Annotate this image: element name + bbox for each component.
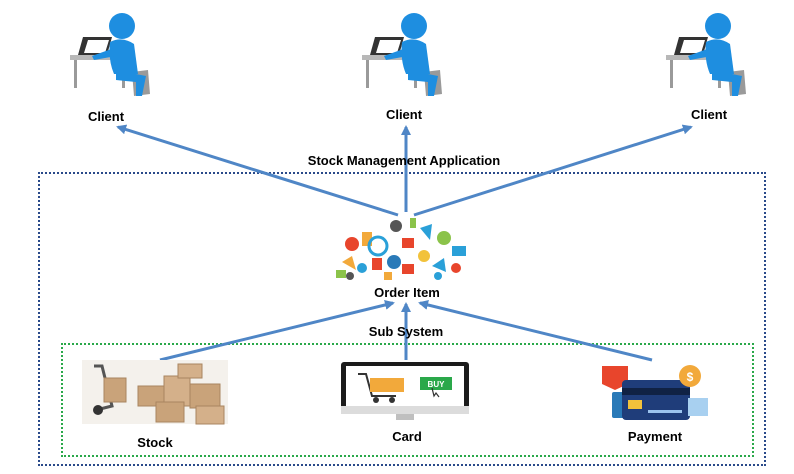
arrow-payment-to-order (418, 300, 653, 362)
arrow-order-to-client-left (116, 124, 399, 217)
arrow-stock-to-order (159, 300, 395, 362)
payment-card-icon: $ (602, 365, 708, 420)
client-label-right: Client (690, 107, 728, 122)
stock-management-application-label: Stock Management Application (307, 153, 501, 168)
order-item-label: Order Item (374, 285, 440, 300)
sub-system-label: Sub System (368, 324, 444, 339)
client-person-icon (70, 13, 150, 96)
order-item-icon-cloud (336, 218, 466, 280)
arrow-order-to-client-right (413, 124, 693, 217)
stock-label: Stock (137, 435, 173, 450)
client-label-left: Client (87, 109, 125, 124)
card-monitor-cart-icon: BUY (341, 362, 469, 420)
client-person-icon (666, 13, 746, 96)
card-label: Card (392, 429, 422, 444)
client-label-center: Client (385, 107, 423, 122)
payment-coin-symbol: $ (687, 370, 694, 384)
payment-label: Payment (627, 429, 683, 444)
stock-boxes-icon (82, 360, 228, 425)
card-buy-button-text: BUY (428, 380, 446, 389)
client-person-icon (362, 13, 442, 96)
stock-management-application-boundary (38, 172, 766, 466)
